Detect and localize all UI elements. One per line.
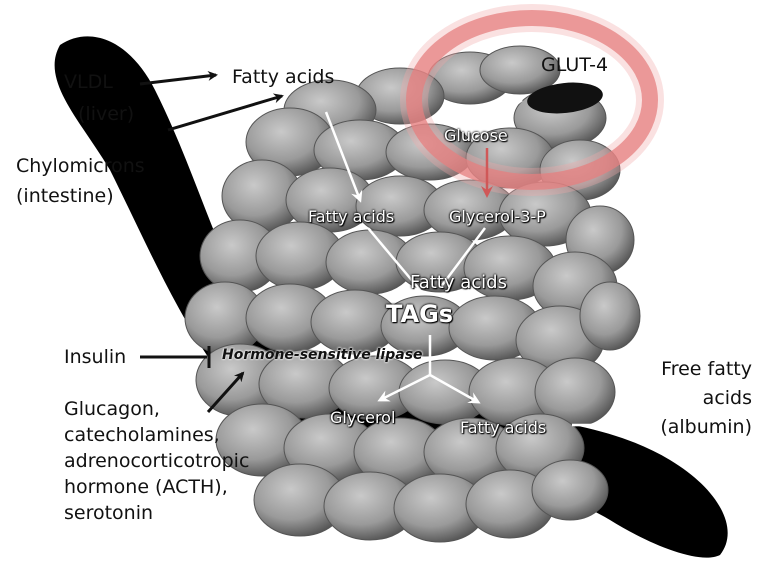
glucagon-line-3: adrenocorticotropic — [64, 450, 250, 472]
glucose-label: Glucose — [444, 126, 508, 145]
fatty-acids-top-label: Fatty acids — [232, 66, 335, 88]
arrow-to-fatty-acids-out — [429, 373, 481, 404]
arrow-fatty-acids-in — [324, 111, 363, 203]
adipocyte-cell — [579, 281, 641, 351]
fatty-acids-mid-label: Fatty acids — [410, 272, 507, 293]
adipocyte-cell — [479, 45, 561, 95]
hsl-label: Hormone-sensitive lipase — [222, 347, 423, 363]
arrow-glucagon-to-lipase — [206, 371, 245, 414]
glucagon-line-2: catecholamines, — [64, 424, 220, 446]
glut4-transporter — [527, 82, 603, 114]
glucagon-line-4: hormone (ACTH), — [64, 476, 228, 498]
free-fatty-line-1: Free fatty — [661, 358, 752, 380]
glycerol-label: Glycerol — [330, 408, 396, 427]
chylomicrons-label: Chylomicrons — [16, 155, 145, 177]
fatty-acids-out-label: Fatty acids — [460, 418, 547, 437]
glycerol-3p-label: Glycerol-3-P — [449, 207, 546, 226]
liver-label: (liver) — [78, 103, 135, 125]
arrow-fatty-acids-to-tags — [367, 227, 421, 291]
glucagon-line-5: serotonin — [64, 502, 154, 524]
insulin-label: Insulin — [64, 346, 127, 368]
arrow-glut4-to-glucose — [499, 99, 523, 117]
glucagon-line-1: Glucagon, — [64, 398, 160, 420]
glut4-highlight-ring — [406, 10, 658, 190]
adipocyte-cell — [531, 459, 609, 521]
tags-label: TAGs — [386, 300, 454, 328]
arrow-vldl-to-fatty-acids — [139, 70, 218, 86]
free-fatty-line-2: acids — [702, 387, 752, 409]
arrow-glycerol3p-to-tags — [439, 227, 486, 289]
arrow-chylomicrons-to-fatty-acids — [167, 93, 284, 132]
fatty-acids-in-label: Fatty acids — [308, 207, 395, 226]
free-fatty-acids-group: Free fatty acids (albumin) — [660, 355, 752, 442]
vldl-label: VLDL — [64, 71, 113, 93]
free-fatty-line-3: (albumin) — [660, 416, 752, 438]
glucagon-group: Glucagon, catecholamines, adrenocorticot… — [64, 396, 249, 526]
arrow-to-glycerol — [377, 373, 431, 402]
intestine-label: (intestine) — [16, 185, 114, 207]
glut4-label: GLUT-4 — [541, 54, 609, 76]
